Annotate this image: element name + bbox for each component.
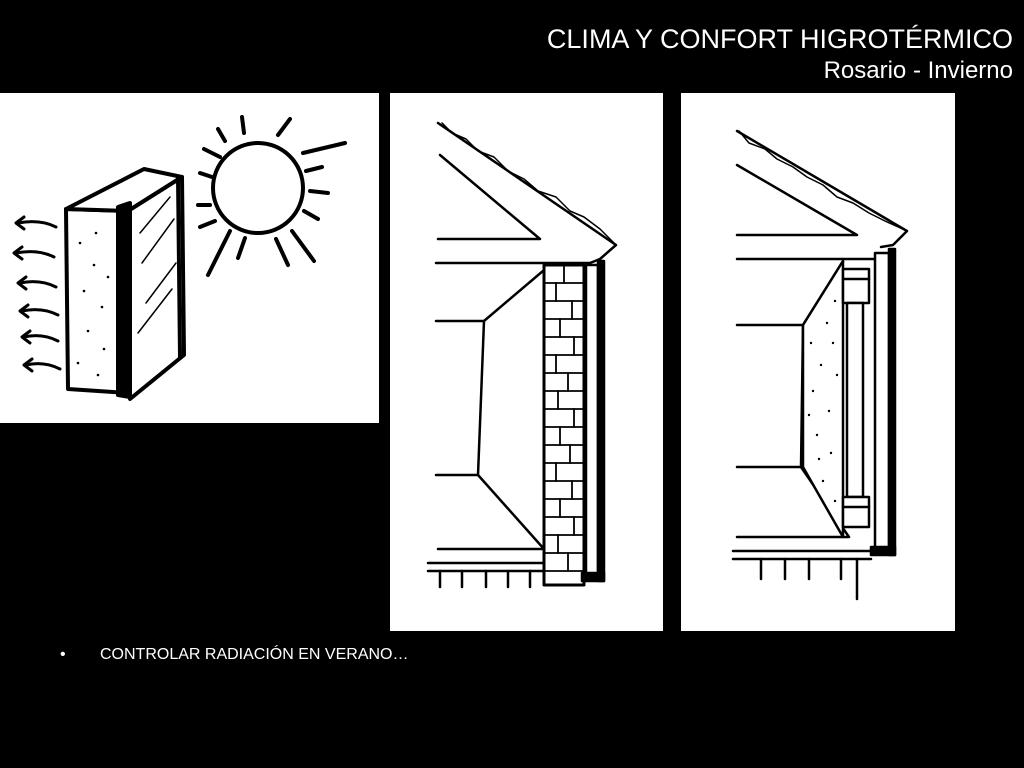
brick-wall-section-drawing xyxy=(426,121,618,589)
sun-and-wall-drawing xyxy=(12,115,347,401)
slide-subtitle: Rosario - Invierno xyxy=(823,57,1013,84)
brick-wall-section-illustration xyxy=(390,93,663,631)
brick-wall-icon xyxy=(542,263,586,587)
bullet-text: CONTROLAR RADIACIÓN EN VERANO… xyxy=(100,646,409,663)
insulated-wall-section-illustration xyxy=(681,93,955,631)
heat-arrows-icon xyxy=(12,215,62,373)
slide-header: CLIMA Y CONFORT HIGROTÉRMICO Rosario - I… xyxy=(547,22,1013,86)
insulated-wall-section-drawing xyxy=(731,129,909,601)
sun-icon xyxy=(211,141,305,235)
bullet-marker: • xyxy=(60,646,66,663)
bullet-item: • CONTROLAR RADIACIÓN EN VERANO… xyxy=(60,646,408,664)
sun-rays xyxy=(196,115,347,277)
wall-block-icon xyxy=(64,167,186,401)
insulated-wall-icon xyxy=(801,259,871,539)
roof-outline xyxy=(735,129,909,249)
slide-title: CLIMA Y CONFORT HIGROTÉRMICO xyxy=(546,24,1013,54)
roof-outline xyxy=(436,121,618,265)
sun-and-wall-illustration xyxy=(0,93,379,423)
